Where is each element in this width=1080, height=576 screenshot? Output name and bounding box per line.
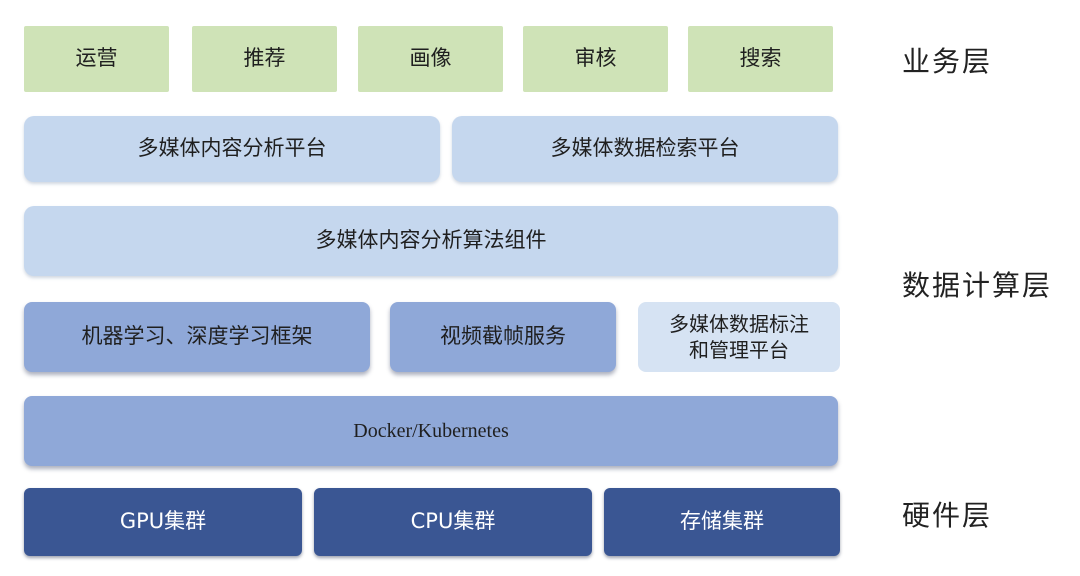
hardware-cpu-cluster: CPU集群 [314,488,592,556]
business-layer-label: 业务层 [902,45,993,78]
content-analysis-platform: 多媒体内容分析平台 [24,116,440,182]
annotation-line-2: 和管理平台 [689,338,789,362]
data-compute-layer-label: 数据计算层 [902,269,1053,302]
hardware-gpu-cluster: GPU集群 [24,488,302,556]
hardware-storage-cluster: 存储集群 [604,488,840,556]
container-orchestration: Docker/Kubernetes [24,396,838,466]
hardware-layer-label: 硬件层 [902,499,993,532]
algorithm-components: 多媒体内容分析算法组件 [24,206,838,276]
video-frame-service: 视频截帧服务 [390,302,616,372]
ml-dl-framework: 机器学习、深度学习框架 [24,302,370,372]
business-item-operations: 运营 [24,26,169,92]
data-retrieval-platform: 多媒体数据检索平台 [452,116,838,182]
business-item-search: 搜索 [688,26,833,92]
business-item-review: 审核 [523,26,668,92]
annotation-management-platform: 多媒体数据标注 和管理平台 [638,302,840,372]
business-item-profile: 画像 [358,26,503,92]
annotation-line-1: 多媒体数据标注 [669,312,809,336]
business-item-recommendation: 推荐 [192,26,337,92]
